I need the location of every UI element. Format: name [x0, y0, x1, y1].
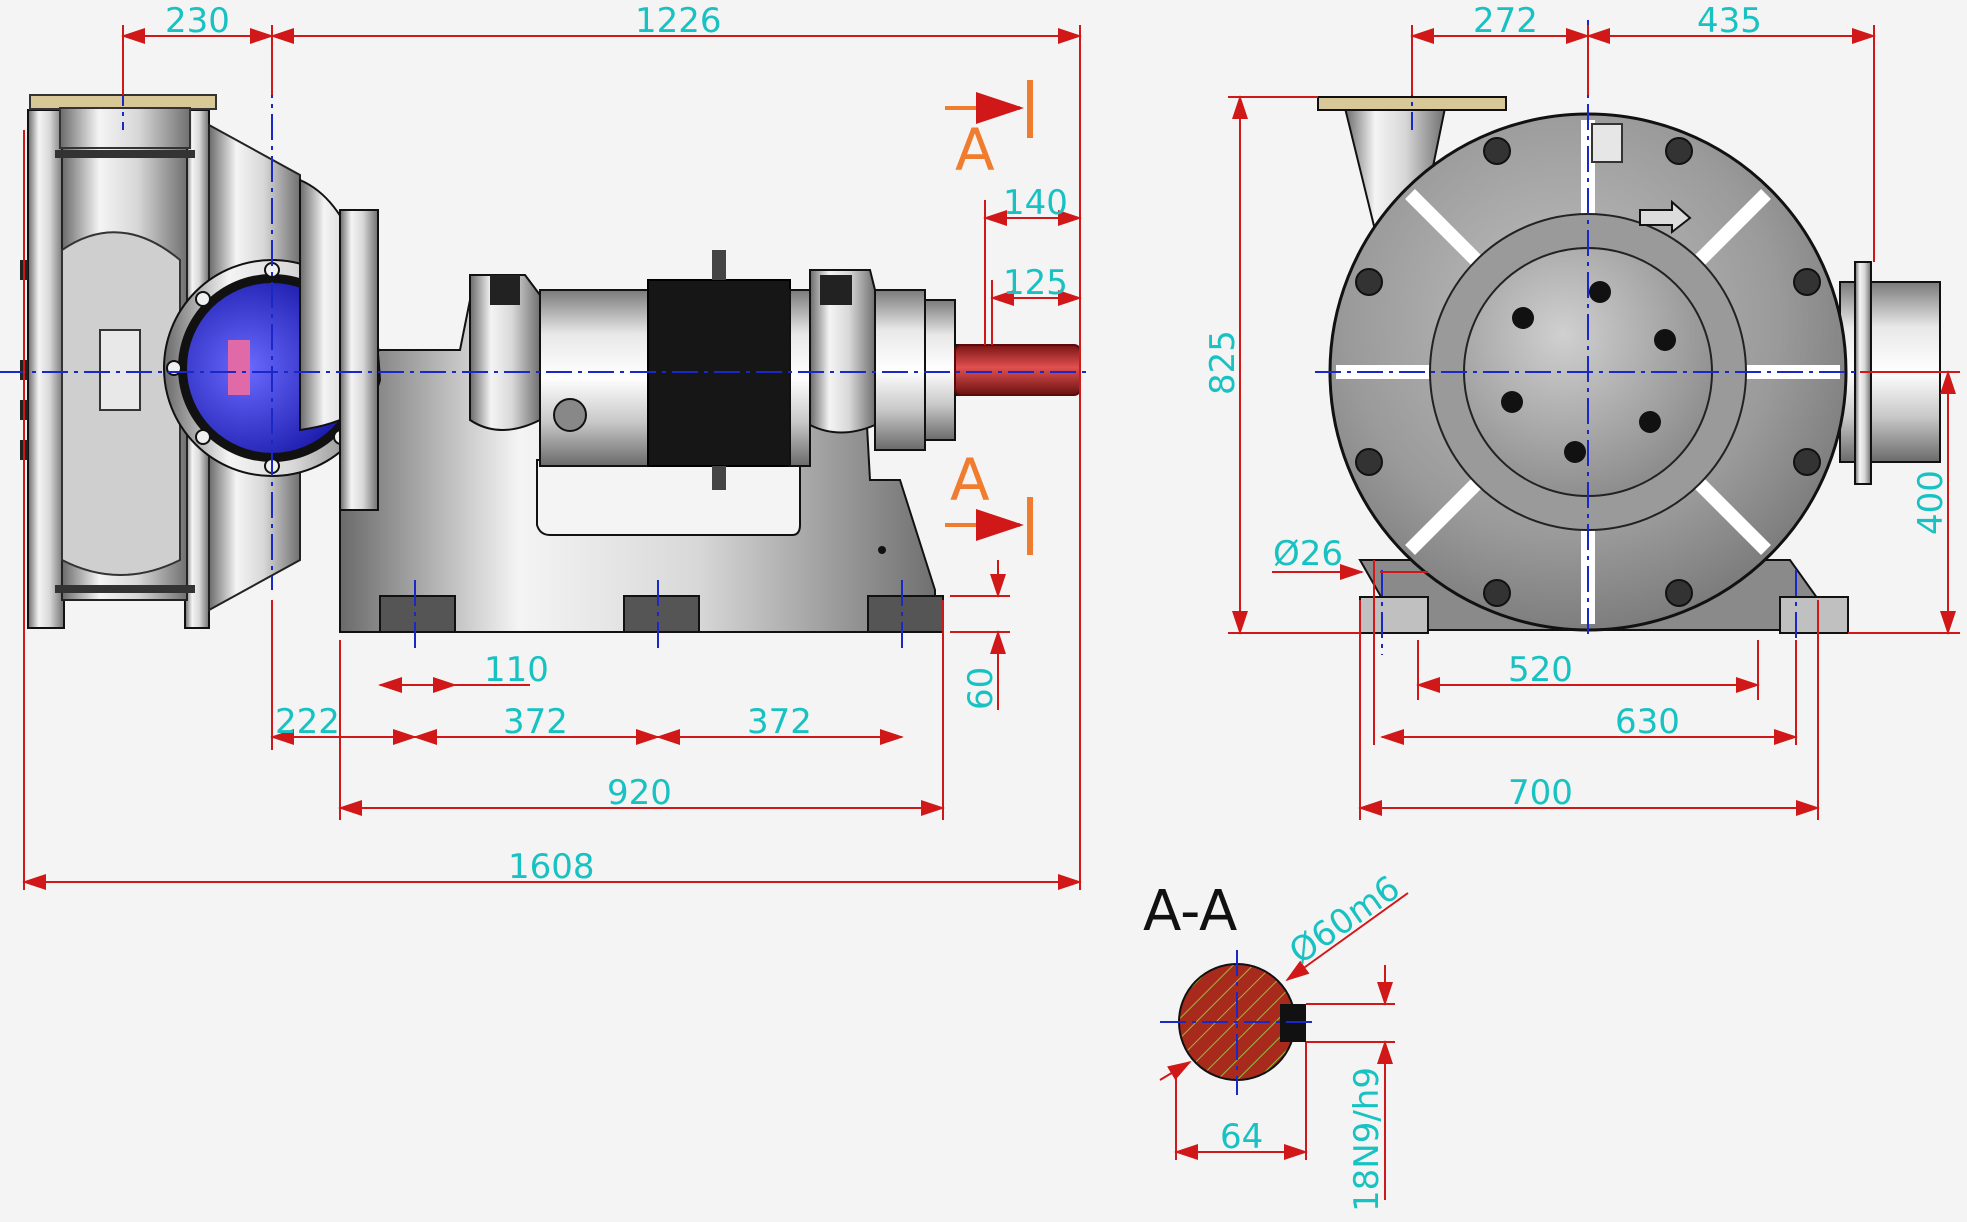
- side-dimension-labels: 230 1226 140 125 110 222 372 372 920 160…: [165, 1, 1068, 887]
- dim-125: 125: [1003, 263, 1068, 303]
- dim-630: 630: [1615, 702, 1680, 742]
- dim-230: 230: [165, 1, 230, 41]
- dim-1608: 1608: [508, 847, 595, 887]
- dim-435: 435: [1697, 1, 1762, 41]
- section-title: A-A: [1143, 879, 1237, 944]
- dim-700: 700: [1508, 773, 1573, 813]
- dim-222: 222: [275, 702, 340, 742]
- front-dimensions: [1228, 25, 1960, 820]
- dim-372-b: 372: [747, 702, 812, 742]
- shaft-end: [954, 344, 1081, 396]
- side-dimensions: [22, 25, 1082, 890]
- dim-60: 60: [961, 667, 1001, 710]
- centerlines: [0, 30, 1090, 650]
- dim-64: 64: [1220, 1117, 1263, 1157]
- hub-holes: [1501, 281, 1676, 463]
- rotation-arrow-icon: [1639, 199, 1692, 235]
- dim-272: 272: [1473, 1, 1538, 41]
- section-label-bottom: A: [950, 446, 990, 514]
- section-dimensions: [1159, 892, 1409, 1200]
- dim-520: 520: [1508, 650, 1573, 690]
- dim-400: 400: [1911, 470, 1951, 535]
- dim-110: 110: [484, 650, 549, 690]
- section-label-top: A: [955, 116, 995, 184]
- dim-shaft-diameter: Ø60m6: [1282, 868, 1407, 972]
- dim-372-a: 372: [503, 702, 568, 742]
- dim-140: 140: [1003, 183, 1068, 223]
- dim-825: 825: [1203, 330, 1243, 395]
- front-view: 272 435 825 400 Ø26 520 630 700: [1203, 1, 1960, 820]
- perimeter-bolts: [1355, 137, 1821, 607]
- side-view: A A: [0, 1, 1090, 890]
- section-view: A-A Ø60m6 64 18N9/h9: [1143, 868, 1409, 1212]
- section-markers: A A: [945, 80, 1033, 555]
- bearing-assembly: [299, 178, 986, 511]
- dim-920: 920: [607, 773, 672, 813]
- front-dimension-labels: 272 435 825 400 Ø26 520 630 700: [1203, 1, 1951, 813]
- dim-key-width: 18N9/h9: [1347, 1067, 1387, 1212]
- dim-1226: 1226: [635, 1, 722, 41]
- dim-bolt-hole: Ø26: [1273, 534, 1343, 574]
